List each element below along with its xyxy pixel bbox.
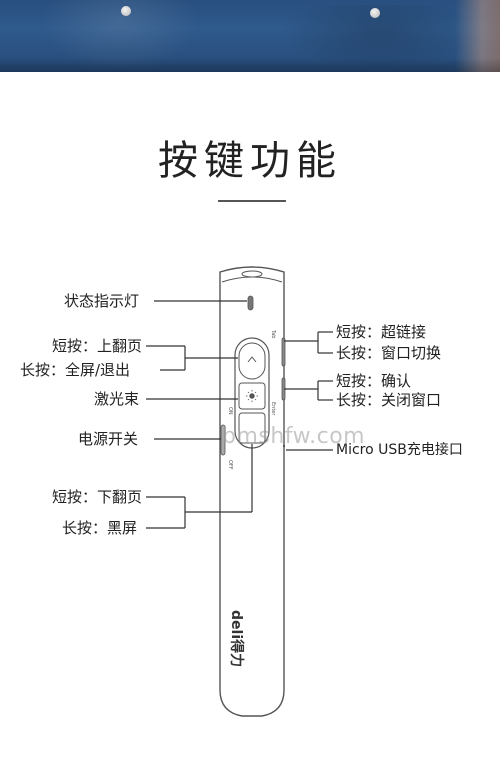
label-power-switch: 电源开关 bbox=[78, 430, 138, 448]
presenter-tip bbox=[222, 277, 282, 282]
up-button bbox=[239, 343, 265, 379]
label-short-press-down: 短按：下翻页 bbox=[52, 488, 142, 506]
status-light-icon bbox=[248, 296, 253, 310]
switch-off-text: OFF bbox=[227, 460, 233, 470]
tip-emitter bbox=[242, 271, 262, 277]
side-enter-text: Enter bbox=[270, 402, 276, 416]
switch-on-text: ON bbox=[227, 407, 233, 415]
label-short-press-hyperlink: 短按：超链接 bbox=[336, 323, 426, 341]
side-tab-text: Tab bbox=[270, 329, 276, 338]
brand-logo: deli得力 bbox=[228, 610, 245, 667]
label-long-press-close-window: 长按：关闭窗口 bbox=[336, 391, 441, 409]
label-laser: 激光束 bbox=[94, 390, 139, 408]
label-long-press-window-switch: 长按：窗口切换 bbox=[336, 344, 441, 362]
sun-icon bbox=[246, 390, 258, 402]
label-short-press-up: 短按：上翻页 bbox=[52, 337, 142, 355]
label-long-press-fullscreen: 长按：全屏/退出 bbox=[20, 361, 130, 379]
side-button-tab bbox=[282, 338, 285, 366]
label-long-press-blackscreen: 长按：黑屏 bbox=[62, 519, 137, 537]
watermark: bmshfw.com bbox=[222, 424, 365, 449]
label-status-light: 状态指示灯 bbox=[64, 292, 139, 310]
label-short-press-confirm: 短按：确认 bbox=[336, 372, 411, 390]
chevron-up-icon bbox=[248, 357, 256, 362]
